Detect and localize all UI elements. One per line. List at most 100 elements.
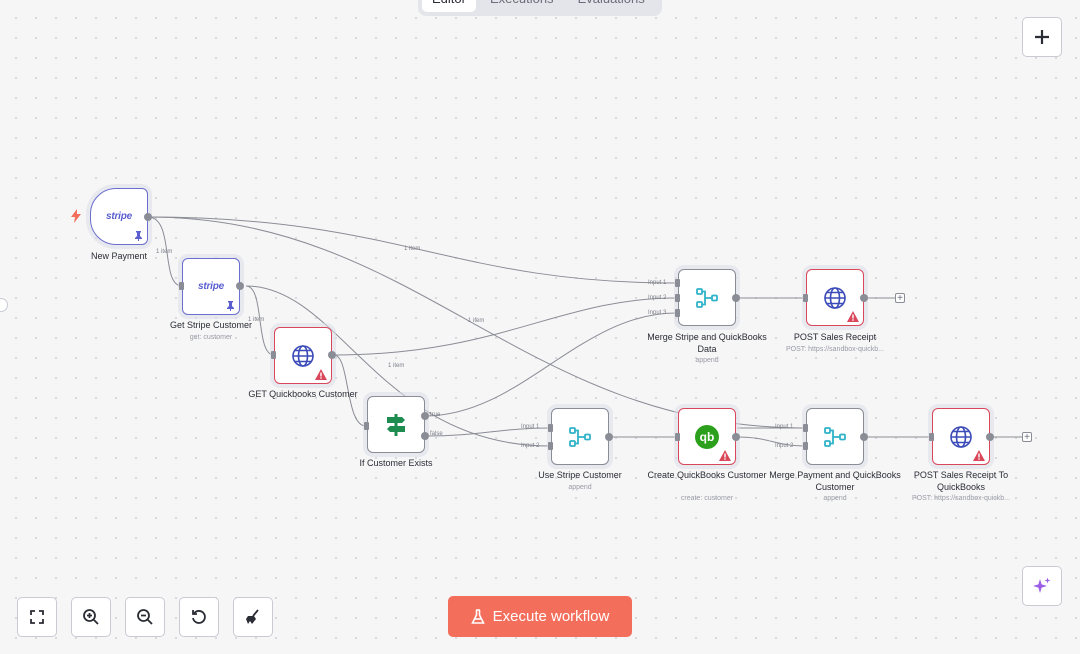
port-label-input-2: Input 2 <box>521 443 540 449</box>
warning-icon <box>719 450 731 461</box>
node-create-quickbooks-customer[interactable]: qb <box>678 408 736 465</box>
node-label-get-quickbooks-customer: GET Quickbooks Customer <box>248 389 358 399</box>
zoom-in-button[interactable] <box>71 597 111 637</box>
execute-workflow-button[interactable]: Execute workflow <box>448 596 632 637</box>
ai-assistant-button[interactable] <box>1022 566 1062 606</box>
output-handle-false[interactable] <box>421 432 429 440</box>
warning-icon <box>315 369 327 380</box>
globe-icon <box>950 425 972 448</box>
signpost-icon <box>387 413 405 436</box>
edge-label-item-count: 1 item <box>404 246 421 252</box>
output-handle[interactable] <box>605 433 613 441</box>
tab-executions[interactable]: Executions <box>480 0 564 12</box>
tab-evaluations[interactable]: Evaluations <box>568 0 655 12</box>
warning-icon <box>973 450 985 461</box>
flask-icon <box>470 608 485 624</box>
reset-zoom-button[interactable] <box>179 597 219 637</box>
input-handle-2[interactable] <box>675 294 680 302</box>
node-label-post-sales-receipt-quickbooks: POST Sales Receipt To QuickBooks <box>913 470 1009 492</box>
edge-get-qb-to-merge1-input2 <box>333 297 677 356</box>
output-handle[interactable] <box>732 294 740 302</box>
node-sub-merge-stripe-quickbooks: append <box>695 357 719 364</box>
edge-label-item-count: 1 item <box>156 249 173 255</box>
node-sub-merge-payment-quickbooks: append <box>823 495 847 502</box>
output-handle[interactable] <box>328 351 336 359</box>
warning-icon <box>847 311 859 322</box>
input-handle-2[interactable] <box>548 442 553 450</box>
add-node-button[interactable]: + <box>895 293 905 304</box>
edge-label-item-count: 1 item <box>468 318 485 324</box>
node-label-new-payment: New Payment <box>90 251 148 261</box>
output-handle-true[interactable] <box>421 412 429 420</box>
zoom-out-icon <box>137 609 153 625</box>
input-handle[interactable] <box>271 351 276 359</box>
input-handle[interactable] <box>929 433 934 441</box>
pin-icon <box>135 231 142 241</box>
stripe-logo-icon: stripe <box>105 211 133 222</box>
node-get-quickbooks-customer[interactable] <box>274 327 332 384</box>
merge-icon <box>696 287 718 308</box>
input-handle-2[interactable] <box>803 442 808 450</box>
port-label-input-1: Input 1 <box>521 424 540 430</box>
edge-label-item-count: 1 item <box>248 317 265 323</box>
node-label-merge-stripe-quickbooks: Merge Stripe and QuickBooks Data <box>647 332 767 354</box>
port-label-true: true <box>430 412 441 418</box>
output-handle[interactable] <box>860 294 868 302</box>
open-nodes-panel-button[interactable] <box>1022 17 1062 57</box>
add-node-button[interactable]: + <box>1022 432 1032 443</box>
output-handle[interactable] <box>860 433 868 441</box>
port-label-input-3: Input 3 <box>648 310 667 316</box>
node-post-sales-receipt[interactable] <box>806 269 864 326</box>
plus-icon <box>1035 30 1049 44</box>
node-new-payment[interactable]: stripe <box>90 188 148 245</box>
tab-editor[interactable]: Editor <box>422 0 476 12</box>
node-label-merge-payment-quickbooks: Merge Payment and QuickBooks Customer <box>769 470 901 492</box>
node-if-customer-exists[interactable] <box>367 396 425 453</box>
merge-icon <box>569 426 591 447</box>
node-merge-stripe-quickbooks[interactable] <box>678 269 736 326</box>
trigger-bolt-icon <box>71 209 81 223</box>
pin-icon <box>227 301 234 311</box>
quickbooks-icon: qb <box>695 424 719 449</box>
zoom-out-button[interactable] <box>125 597 165 637</box>
input-handle[interactable] <box>675 433 680 441</box>
input-handle[interactable] <box>803 294 808 302</box>
node-label-post-sales-receipt: POST Sales Receipt <box>793 332 877 342</box>
output-handle[interactable] <box>986 433 994 441</box>
sparkles-icon <box>1033 577 1051 593</box>
port-label-input-1: Input 1 <box>648 280 667 286</box>
input-handle[interactable] <box>364 422 369 430</box>
output-handle[interactable] <box>732 433 740 441</box>
node-sub-use-stripe-customer: append <box>568 484 592 491</box>
node-sub-post-sales-receipt: POST: https://sandbox-quickb... <box>785 346 885 353</box>
view-tabs: Editor Executions Evaluations <box>418 0 662 16</box>
fit-view-button[interactable] <box>17 597 57 637</box>
node-label-use-stripe-customer: Use Stripe Customer <box>538 470 622 480</box>
side-panel-handle[interactable] <box>0 298 8 312</box>
node-label-create-quickbooks-customer: Create QuickBooks Customer <box>647 470 767 480</box>
node-merge-payment-quickbooks[interactable] <box>806 408 864 465</box>
edge-label-item-count: 1 item <box>388 363 405 369</box>
node-label-if-customer-exists: If Customer Exists <box>359 458 433 468</box>
zoom-in-icon <box>83 609 99 625</box>
input-handle-1[interactable] <box>548 424 553 432</box>
tidy-up-icon <box>246 609 259 624</box>
output-handle[interactable] <box>144 213 152 221</box>
output-handle[interactable] <box>236 282 244 290</box>
port-label-input-2: Input 2 <box>648 295 667 301</box>
node-get-stripe-customer[interactable]: stripe <box>182 258 240 315</box>
tidy-up-button[interactable] <box>233 597 273 637</box>
node-post-sales-receipt-quickbooks[interactable] <box>932 408 990 465</box>
node-use-stripe-customer[interactable] <box>551 408 609 465</box>
input-handle-1[interactable] <box>675 279 680 287</box>
port-label-input-2: Input 2 <box>775 443 794 449</box>
input-handle-3[interactable] <box>675 309 680 317</box>
execute-workflow-label: Execute workflow <box>492 608 610 625</box>
input-handle[interactable] <box>179 282 184 290</box>
node-sub-get-stripe-customer: get: customer <box>189 334 233 341</box>
stripe-logo-icon: stripe <box>197 281 225 292</box>
port-label-false: false <box>430 431 443 437</box>
globe-icon <box>292 344 314 367</box>
input-handle-1[interactable] <box>803 424 808 432</box>
node-sub-create-quickbooks-customer: create: customer <box>680 495 734 502</box>
